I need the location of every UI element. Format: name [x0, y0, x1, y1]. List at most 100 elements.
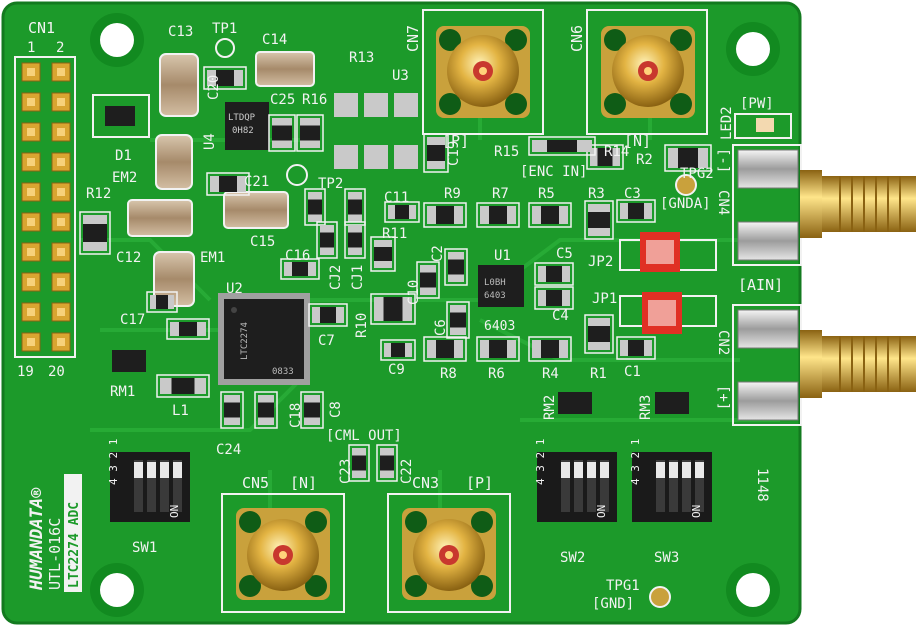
- smd-part: [370, 293, 416, 325]
- label-u1: U1: [494, 248, 511, 264]
- header-pin: [51, 92, 71, 112]
- label-c10: C10: [406, 280, 422, 305]
- label-cn3-tag: [P]: [466, 474, 493, 492]
- dip-toggle[interactable]: [574, 460, 583, 512]
- smd-part: [376, 444, 398, 482]
- smd-part: [528, 136, 596, 156]
- dip-toggle[interactable]: [587, 460, 596, 512]
- header-pin: [51, 242, 71, 262]
- label-cn7: CN7: [404, 25, 422, 52]
- smd-components: [79, 66, 712, 482]
- svg-text:0833: 0833: [272, 367, 294, 377]
- label-pin1: 1: [27, 40, 35, 56]
- header-pin: [51, 152, 71, 172]
- smd-part: [79, 211, 111, 255]
- label-u4: U4: [202, 133, 218, 150]
- smd-part: [280, 258, 320, 280]
- label-enc-in: [ENC IN]: [520, 164, 587, 180]
- label-c9: C9: [388, 362, 405, 378]
- header-pin: [21, 332, 41, 352]
- sw1-on: ON: [168, 505, 181, 518]
- smd-part: [304, 188, 326, 226]
- sma-connector-icon: [422, 9, 544, 135]
- label-u3: U3: [392, 68, 409, 84]
- label-r14: R14: [604, 144, 629, 160]
- sw3-numbers: 4 3 2 1: [629, 439, 642, 485]
- dip-toggle[interactable]: [600, 460, 609, 512]
- smd-part: [584, 314, 614, 354]
- label-led2: LED2: [719, 106, 735, 140]
- smd-part: [476, 202, 520, 228]
- dip-toggle[interactable]: [656, 460, 665, 512]
- header-pin: [51, 62, 71, 82]
- label-r7: R7: [492, 186, 509, 202]
- sma-connector-icon: [586, 9, 708, 135]
- dip-toggle[interactable]: [173, 460, 182, 512]
- label-r4: R4: [542, 366, 559, 382]
- smd-part: [156, 374, 210, 398]
- label-cn6: CN6: [568, 25, 586, 52]
- smd-part: [380, 339, 416, 361]
- label-c8: C8: [328, 401, 344, 418]
- smd-part: [316, 221, 338, 259]
- chip-u1: L0BH 6403: [478, 265, 524, 307]
- label-em1: EM1: [200, 250, 225, 266]
- dip-toggle[interactable]: [669, 460, 678, 512]
- label-c16: C16: [285, 248, 310, 264]
- dip-toggle[interactable]: [682, 460, 691, 512]
- header-pin: [21, 182, 41, 202]
- smd-part: [220, 391, 244, 429]
- capacitor-em2: [155, 134, 193, 190]
- test-point-icon: [215, 38, 697, 608]
- smd-part: [254, 391, 278, 429]
- smd-part: [528, 336, 572, 362]
- label-cml-out: [CML OUT]: [326, 428, 402, 444]
- label-r15: R15: [494, 144, 519, 160]
- label-r2: R2: [636, 152, 653, 168]
- capacitor-c15: [223, 191, 289, 229]
- smd-part: [296, 114, 324, 152]
- svg-text:LTDQP: LTDQP: [228, 113, 256, 123]
- dip-toggle[interactable]: [695, 460, 704, 512]
- label-cn6-tag: [N]: [624, 132, 651, 150]
- smd-part: [166, 318, 210, 340]
- header-pin: [21, 152, 41, 172]
- dip-toggle[interactable]: [147, 460, 156, 512]
- label-cj1: CJ1: [350, 265, 366, 290]
- sw2-numbers: 4 3 2 1: [534, 439, 547, 485]
- dip-toggle[interactable]: [134, 460, 143, 512]
- svg-text:LTC2274: LTC2274: [240, 322, 250, 360]
- sma-connector-icon: [387, 493, 511, 613]
- label-r3: R3: [588, 186, 605, 202]
- label-cn1: CN1: [28, 19, 55, 37]
- smd-part: [534, 262, 574, 286]
- label-tpg2: TPG2: [680, 166, 714, 182]
- svg-text:6403: 6403: [484, 291, 506, 301]
- smd-part: [384, 201, 420, 223]
- label-pin20: 20: [48, 364, 65, 380]
- label-sw2: SW2: [560, 550, 585, 566]
- header-pin: [21, 242, 41, 262]
- header-pin: [51, 332, 71, 352]
- smd-part: [664, 144, 712, 172]
- header-pin: [21, 212, 41, 232]
- label-cn4: CN4: [715, 190, 731, 215]
- label-r11: R11: [382, 226, 407, 242]
- label-gnd: [GND]: [592, 596, 634, 612]
- smd-part: [308, 303, 348, 327]
- jumper-icon: [619, 292, 717, 334]
- dip-toggle[interactable]: [160, 460, 169, 512]
- sw1-numbers: 4 3 2 1: [107, 439, 120, 485]
- label-r16: R16: [302, 92, 327, 108]
- label-tp2: TP2: [318, 176, 343, 192]
- smd-part: [370, 236, 396, 272]
- smd-part: [444, 248, 468, 286]
- label-cn2-tag: [+]: [715, 385, 731, 410]
- label-l1: L1: [172, 403, 189, 419]
- label-c24: C24: [216, 442, 241, 458]
- dip-toggle[interactable]: [561, 460, 570, 512]
- sma-connector-icon: [221, 493, 345, 613]
- header-pin: [21, 62, 41, 82]
- smd-part: [416, 261, 440, 299]
- led-icon: [734, 113, 792, 139]
